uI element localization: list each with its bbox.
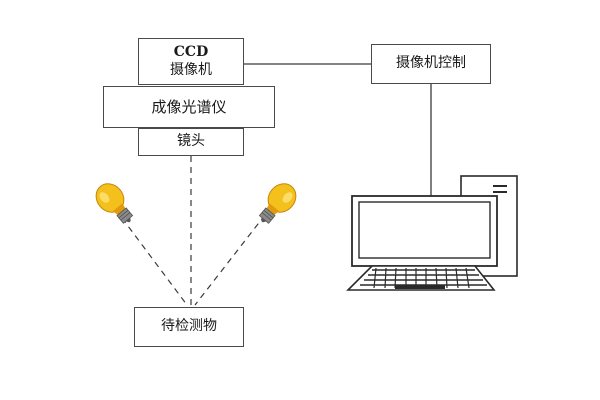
imaging-spectrometer-box: 成像光谱仪 bbox=[103, 86, 275, 128]
spectrometer-label: 成像光谱仪 bbox=[151, 97, 227, 116]
camera-label: 摄像机 bbox=[170, 61, 212, 78]
lens-label: 镜头 bbox=[177, 133, 205, 150]
left-light-bulb-icon bbox=[95, 183, 134, 224]
test-object-box: 待检测物 bbox=[134, 307, 244, 347]
monitor-screen bbox=[358, 201, 491, 259]
right-light-ray bbox=[194, 214, 266, 306]
lens-box: 镜头 bbox=[138, 128, 244, 156]
computer-icon bbox=[346, 175, 518, 291]
camera-control-box: 摄像机控制 bbox=[371, 44, 491, 84]
test-object-label: 待检测物 bbox=[161, 318, 217, 335]
ccd-camera-box: CCD 摄像机 bbox=[138, 38, 244, 85]
right-light-bulb-icon bbox=[258, 183, 297, 224]
left-light-ray bbox=[121, 217, 188, 306]
ccd-label: CCD bbox=[173, 44, 209, 60]
camera-control-label: 摄像机控制 bbox=[396, 55, 466, 72]
